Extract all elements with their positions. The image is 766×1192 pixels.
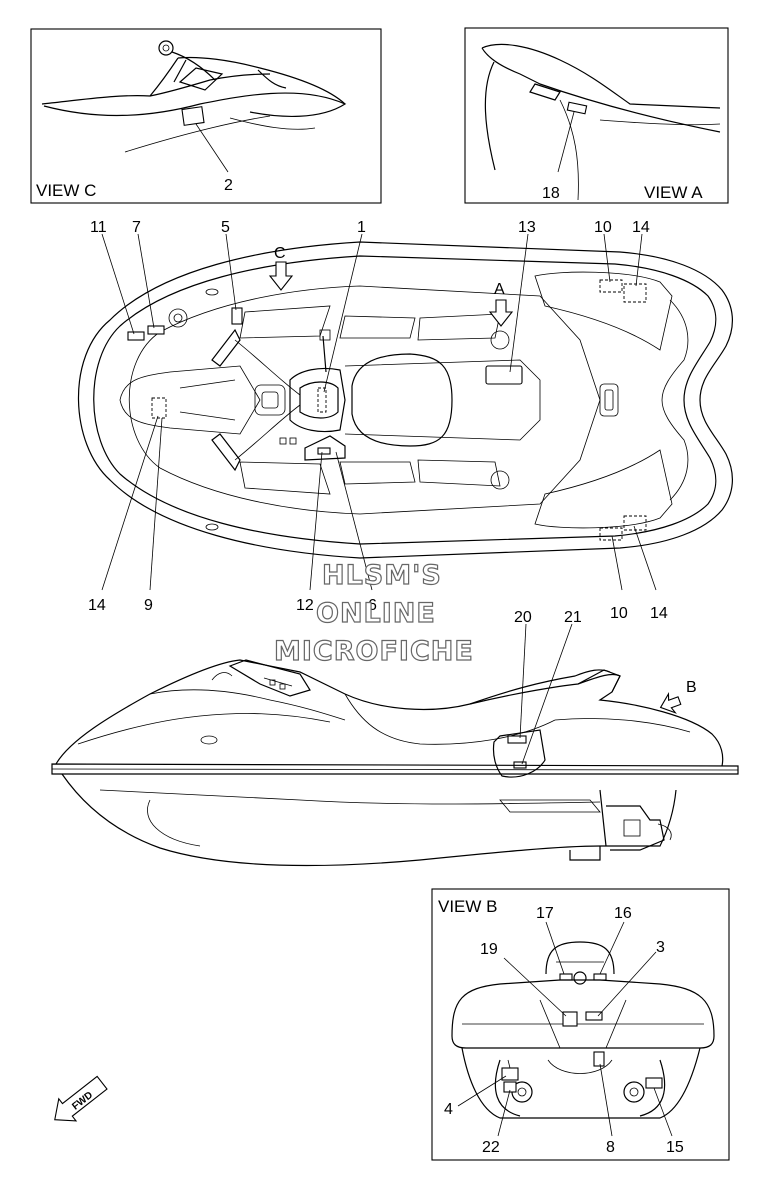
view-c-label: VIEW C xyxy=(36,181,96,200)
callout-9: 9 xyxy=(144,597,153,614)
view-b-label: VIEW B xyxy=(438,897,498,916)
arrow-c-label: C xyxy=(274,245,286,262)
callout-10-bottom: 10 xyxy=(610,605,628,622)
arrow-b-label: B xyxy=(686,679,697,696)
callout-18: 18 xyxy=(542,185,560,202)
callout-3: 3 xyxy=(656,939,665,956)
watermark-line-3: MICROFICHE xyxy=(274,636,474,667)
callout-7: 7 xyxy=(132,219,141,236)
callout-21: 21 xyxy=(564,609,582,626)
callout-14-bottom: 14 xyxy=(650,605,668,622)
arrow-a-label: A xyxy=(494,281,505,298)
callout-8: 8 xyxy=(606,1139,615,1156)
side-view-watercraft: B 20 21 xyxy=(51,609,739,867)
callout-12: 12 xyxy=(296,597,314,614)
callout-4: 4 xyxy=(444,1101,453,1118)
callout-20: 20 xyxy=(514,609,532,626)
fwd-arrow: FWD xyxy=(54,1075,108,1122)
view-b-inset: VIEW B 17 16 xyxy=(431,888,730,1161)
view-c-inset: 2 VIEW C xyxy=(30,28,382,204)
callout-2: 2 xyxy=(224,177,233,194)
callout-11: 11 xyxy=(90,219,107,236)
callout-13: 13 xyxy=(518,219,536,236)
callout-17: 17 xyxy=(536,905,554,922)
callout-1: 1 xyxy=(357,219,366,236)
watermark: HLSM'S ONLINE MICROFICHE xyxy=(273,559,474,667)
view-a-inset: 18 VIEW A xyxy=(464,27,729,204)
top-view-watercraft: C A 11 7 5 1 13 10 14 14 9 12 6 10 14 xyxy=(77,219,733,622)
callout-15: 15 xyxy=(666,1139,684,1156)
watermark-line-2: ONLINE xyxy=(316,598,436,629)
view-a-label: VIEW A xyxy=(644,183,703,202)
callout-5: 5 xyxy=(221,219,230,236)
callout-6: 6 xyxy=(368,597,377,614)
callout-14-left: 14 xyxy=(88,597,106,614)
callout-10-top: 10 xyxy=(594,219,612,236)
callout-19: 19 xyxy=(480,941,498,958)
watermark-line-1: HLSM'S xyxy=(322,560,442,591)
callout-14-top: 14 xyxy=(632,219,650,236)
callout-22: 22 xyxy=(482,1139,500,1156)
callout-16: 16 xyxy=(614,905,632,922)
